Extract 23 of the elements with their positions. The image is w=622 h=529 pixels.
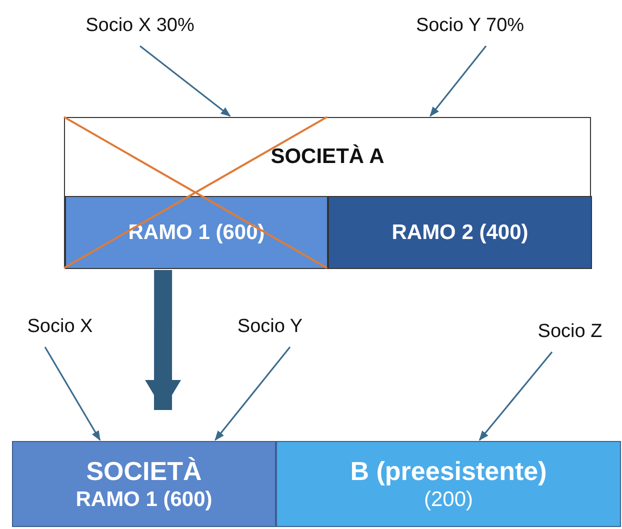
text-label: Socio Y bbox=[220, 313, 320, 341]
box-text: SOCIETÀ A bbox=[270, 144, 384, 170]
box-text: SOCIETÀ bbox=[86, 456, 202, 487]
arrow bbox=[214, 346, 291, 441]
company-box bbox=[65, 196, 328, 269]
block-arrow bbox=[145, 270, 182, 410]
box-text: (200) bbox=[424, 487, 474, 512]
text-label: Socio X bbox=[10, 313, 110, 341]
box-text: RAMO 1 (600) bbox=[128, 220, 265, 246]
company-box bbox=[64, 117, 591, 268]
arrow bbox=[140, 45, 231, 117]
box-text: RAMO 2 (400) bbox=[392, 220, 528, 246]
arrow bbox=[44, 346, 101, 441]
text-label: Socio Z bbox=[520, 318, 620, 346]
arrow bbox=[430, 46, 487, 117]
company-box bbox=[12, 441, 276, 527]
box-text: B (preesistente) bbox=[350, 456, 547, 487]
text-label: Socio X 30% bbox=[60, 12, 220, 40]
company-box bbox=[276, 441, 621, 527]
company-box bbox=[328, 196, 592, 269]
arrow bbox=[478, 352, 553, 441]
text-label: Socio Y 70% bbox=[390, 12, 550, 40]
box-text: RAMO 1 (600) bbox=[76, 487, 212, 512]
